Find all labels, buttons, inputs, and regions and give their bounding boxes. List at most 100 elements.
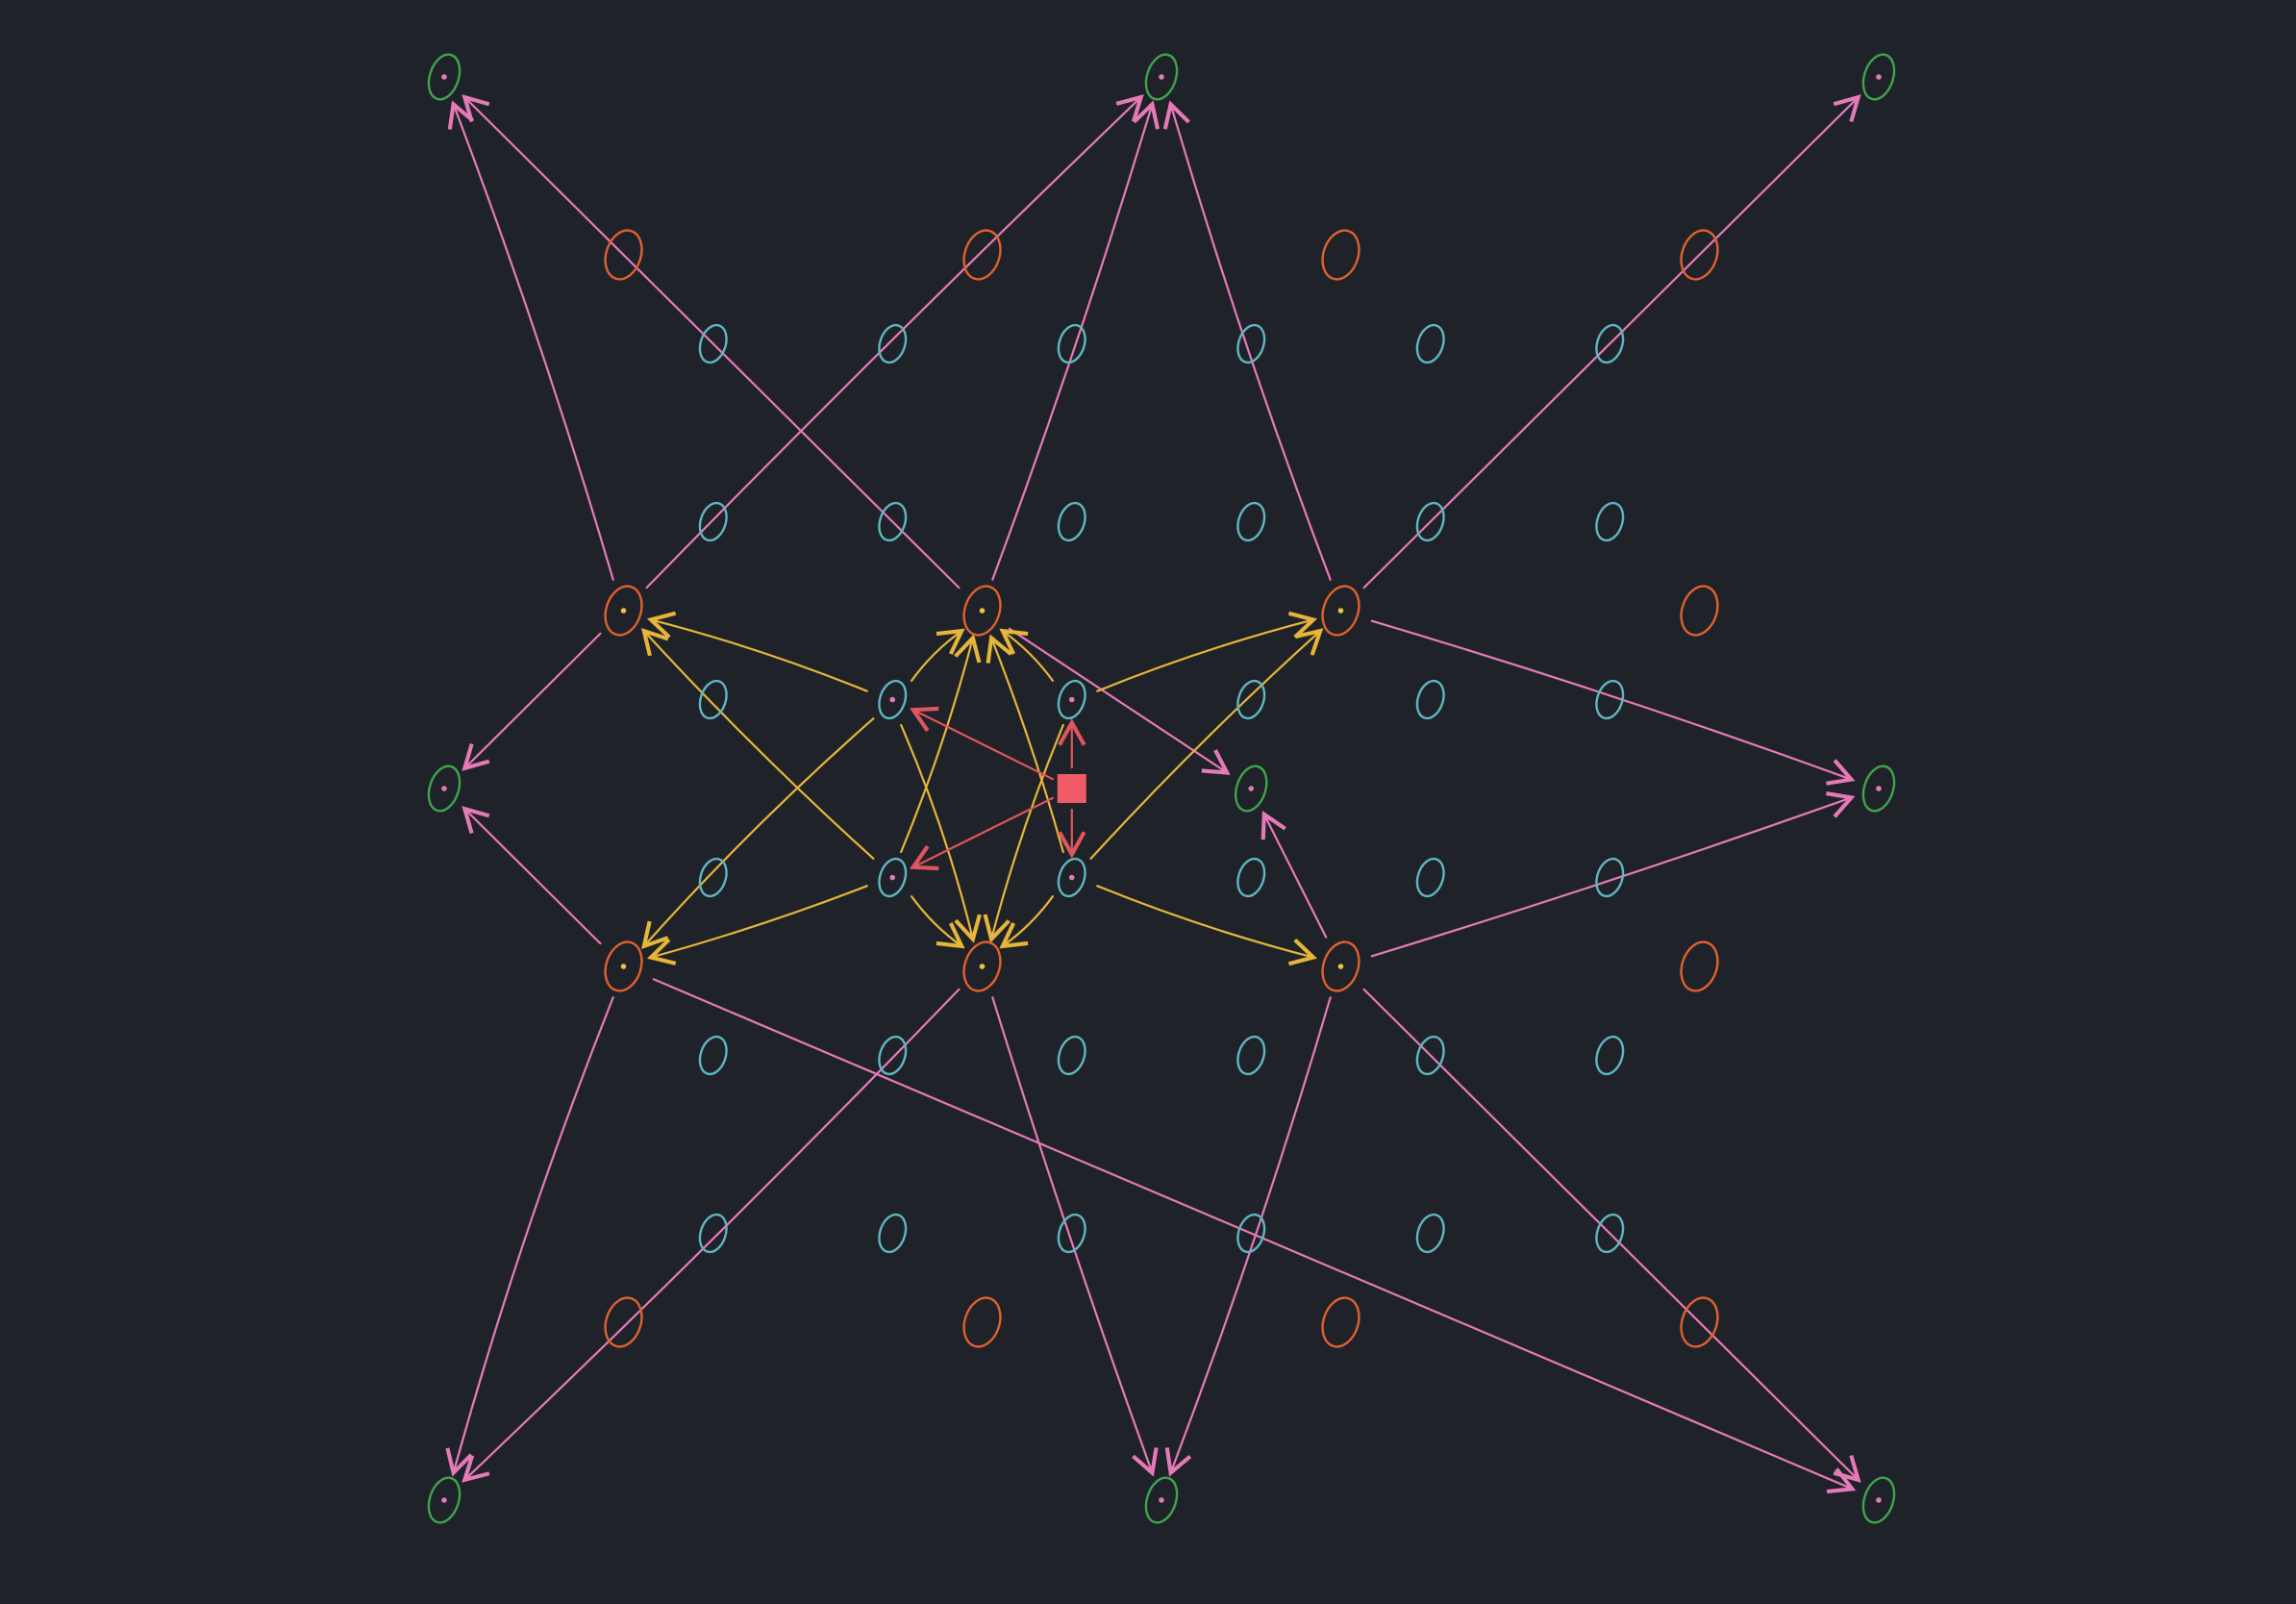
node-blue-4.5-4.5 xyxy=(1236,857,1266,898)
blue-node-ring xyxy=(1415,857,1445,898)
node-center-dot xyxy=(1876,786,1882,791)
blue-node-ring xyxy=(1595,1213,1625,1254)
blue-node-ring xyxy=(1057,857,1086,898)
node-blue-2.5-4.5 xyxy=(1236,501,1266,542)
node-center-dot xyxy=(1876,1497,1882,1503)
green-node-ring xyxy=(427,53,462,101)
node-blue-2.5-6.5 xyxy=(1595,501,1625,542)
node-g-br xyxy=(1861,1476,1896,1524)
pink-edge-13 xyxy=(991,996,1159,1477)
yellow-edge-11 xyxy=(900,634,982,854)
yellow-edge-5 xyxy=(999,628,1054,682)
node-blue-2.5-1.5 xyxy=(698,501,728,542)
node-o-a1 xyxy=(604,229,643,281)
orange-node-ring xyxy=(1680,940,1719,992)
node-o-a4 xyxy=(1680,229,1719,281)
node-o-a2 xyxy=(962,229,1002,281)
blue-node-ring xyxy=(1057,1035,1086,1076)
pink-edge-8 xyxy=(1370,619,1856,786)
orange-node-ring xyxy=(962,585,1002,637)
node-o-c1 xyxy=(604,940,643,992)
node-o-b1 xyxy=(604,585,643,637)
node-blue-2.5-3.5 xyxy=(1057,501,1086,542)
orange-node-ring xyxy=(1680,229,1719,281)
node-blue-2.5-5.5 xyxy=(1415,501,1445,542)
blue-node-ring xyxy=(1415,1035,1445,1076)
orange-node-ring xyxy=(1321,1296,1360,1348)
green-node-ring xyxy=(427,764,462,813)
yellow-edge-4 xyxy=(900,723,982,943)
node-blue-5.5-4.5 xyxy=(1236,1035,1266,1076)
blue-node-ring xyxy=(1236,323,1266,364)
orange-node-ring xyxy=(962,940,1002,992)
node-center-dot xyxy=(441,1497,447,1503)
node-blue-6.5-6.5 xyxy=(1595,1213,1625,1254)
green-node-ring xyxy=(1861,1476,1896,1524)
node-blue-6.5-3.5 xyxy=(1057,1213,1086,1254)
node-center-dot xyxy=(1068,874,1075,881)
blue-node-ring xyxy=(1236,1213,1266,1254)
blue-node-ring xyxy=(878,501,908,542)
node-g-bm xyxy=(1144,1476,1179,1524)
node-g-mr xyxy=(1861,764,1896,813)
node-blue-2.5-2.5 xyxy=(878,501,908,542)
orange-node-ring xyxy=(1321,940,1360,992)
node-o-c2 xyxy=(962,940,1002,992)
blue-node-ring xyxy=(878,679,908,720)
orange-node-ring xyxy=(1321,585,1360,637)
node-blue-3.5-3.5 xyxy=(1057,679,1086,720)
blue-node-ring xyxy=(1415,501,1445,542)
blue-node-ring xyxy=(1236,679,1266,720)
node-o-d4 xyxy=(1680,1296,1719,1348)
orange-node-ring xyxy=(604,229,643,281)
green-node-ring xyxy=(1861,53,1896,101)
blue-node-ring xyxy=(1057,679,1086,720)
node-g-tr xyxy=(1861,53,1896,101)
node-blue-4.5-3.5 xyxy=(1057,857,1086,898)
node-blue-5.5-6.5 xyxy=(1595,1035,1625,1076)
node-blue-6.5-5.5 xyxy=(1415,1213,1445,1254)
center-source-square xyxy=(1057,774,1086,803)
node-center-dot xyxy=(1337,964,1344,969)
blue-node-ring xyxy=(698,1035,728,1076)
blue-node-ring xyxy=(1236,1035,1266,1076)
node-blue-3.5-5.5 xyxy=(1415,679,1445,720)
pink-edge-12 xyxy=(462,988,961,1483)
node-g-tm xyxy=(1144,53,1179,101)
yellow-edge-12 xyxy=(999,895,1054,949)
blue-node-ring xyxy=(1595,857,1625,898)
orange-node-ring xyxy=(604,940,643,992)
yellow-edge-9 xyxy=(646,885,868,965)
node-blue-1.5-1.5 xyxy=(698,323,728,364)
node-blue-6.5-1.5 xyxy=(698,1213,728,1254)
pink-edge-17 xyxy=(1008,627,1231,775)
node-center-dot xyxy=(620,608,627,614)
green-node-ring xyxy=(1144,53,1179,101)
blue-node-ring xyxy=(1057,323,1086,364)
node-blue-5.5-5.5 xyxy=(1415,1035,1445,1076)
node-center-dot xyxy=(441,74,447,80)
yellow-edge-14 xyxy=(1089,628,1324,860)
blue-node-ring xyxy=(878,1035,908,1076)
node-center-dot xyxy=(1876,74,1882,80)
pink-edge-11 xyxy=(652,978,1857,1494)
orange-node-ring xyxy=(604,585,643,637)
node-center-dot xyxy=(1337,608,1344,614)
red-edge-1 xyxy=(910,706,1055,781)
green-node-ring xyxy=(427,1476,462,1524)
blue-node-ring xyxy=(1057,501,1086,542)
orange-node-ring xyxy=(962,229,1002,281)
node-o-c3 xyxy=(1321,940,1360,992)
node-blue-1.5-2.5 xyxy=(878,323,908,364)
green-node-ring xyxy=(1234,764,1268,813)
blue-node-ring xyxy=(698,679,728,720)
blue-node-ring xyxy=(1057,1213,1086,1254)
node-g-c xyxy=(1234,764,1268,813)
node-blue-1.5-6.5 xyxy=(1595,323,1625,364)
node-center-dot xyxy=(441,786,447,791)
blue-node-ring xyxy=(1236,857,1266,898)
pink-edge-7 xyxy=(1362,94,1861,589)
nodes-layer xyxy=(427,53,1896,1524)
pink-edge-10 xyxy=(445,996,614,1477)
